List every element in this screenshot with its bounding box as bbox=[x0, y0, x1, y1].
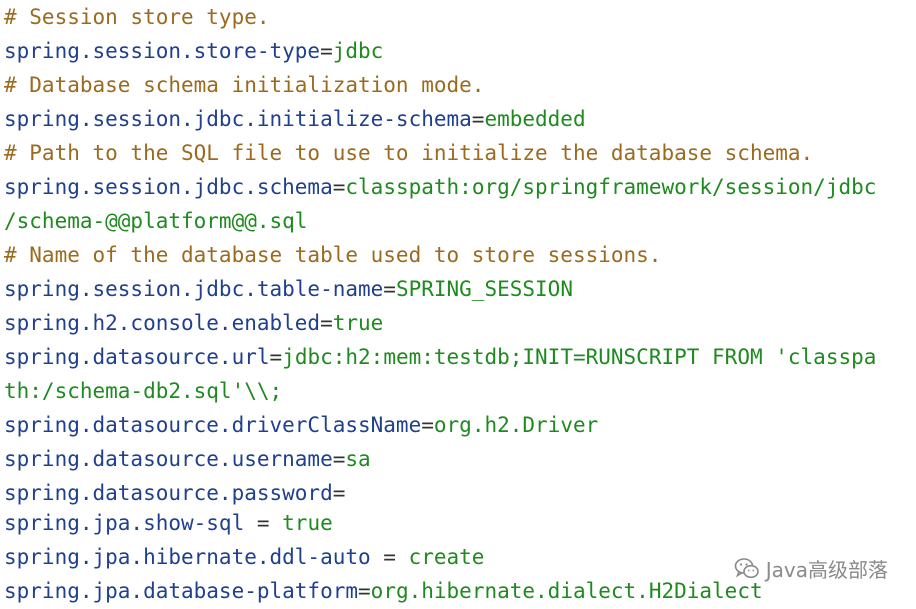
property-value: true bbox=[282, 511, 333, 535]
property-value: th:/schema-db2.sql'\\; bbox=[4, 379, 283, 403]
property-value: embedded bbox=[484, 107, 586, 131]
comment-line: # Name of the database table used to sto… bbox=[4, 243, 662, 267]
watermark: Java高级部落 bbox=[734, 554, 888, 583]
property-separator: = bbox=[244, 511, 283, 535]
property-separator: = bbox=[320, 311, 333, 335]
property-line: spring.session.jdbc.schema=classpath:org… bbox=[4, 173, 876, 201]
property-separator: = bbox=[269, 345, 283, 369]
property-key: spring.jpa.database-platform bbox=[4, 579, 359, 603]
property-value: org.hibernate.dialect.H2Dialect bbox=[370, 579, 763, 603]
property-line: spring.jpa.hibernate.ddl-auto = create bbox=[4, 543, 484, 571]
property-key: spring.jpa.hibernate.ddl-auto bbox=[4, 545, 371, 569]
property-key: spring.datasource.driverClassName bbox=[4, 413, 422, 437]
property-line: spring.jpa.show-sql = true bbox=[4, 509, 333, 537]
property-value: classpath:org/springframework/session/jd… bbox=[345, 175, 877, 199]
property-separator: = bbox=[358, 579, 371, 603]
property-value: sa bbox=[345, 447, 371, 471]
property-key: spring.datasource.url bbox=[4, 345, 270, 369]
property-value: SPRING_SESSION bbox=[395, 277, 573, 301]
property-key: spring.datasource.username bbox=[4, 447, 333, 471]
property-separator: = bbox=[383, 277, 396, 301]
property-key: spring.h2.console.enabled bbox=[4, 311, 321, 335]
continuation-line: th:/schema-db2.sql'\\; bbox=[4, 377, 282, 405]
property-line: spring.session.jdbc.table-name=SPRING_SE… bbox=[4, 275, 573, 303]
property-key: spring.session.store-type bbox=[4, 39, 321, 63]
comment-line: # Database schema initialization mode. bbox=[4, 73, 485, 97]
watermark-text: Java高级部落 bbox=[765, 558, 888, 582]
property-value: true bbox=[332, 311, 384, 335]
property-line: spring.datasource.driverClassName=org.h2… bbox=[4, 411, 598, 439]
property-separator: = bbox=[370, 545, 409, 569]
property-separator: = bbox=[320, 39, 333, 63]
property-separator: = bbox=[332, 447, 346, 471]
property-key: spring.session.jdbc.table-name bbox=[4, 277, 384, 301]
property-separator: = bbox=[332, 175, 346, 199]
property-line: spring.datasource.url=jdbc:h2:mem:testdb… bbox=[4, 343, 876, 371]
property-key: spring.session.jdbc.schema bbox=[4, 175, 333, 199]
property-line: spring.session.store-type=jdbc bbox=[4, 37, 383, 65]
wechat-icon bbox=[734, 557, 759, 578]
property-separator: = bbox=[332, 481, 346, 505]
property-value: create bbox=[408, 545, 485, 569]
property-line: spring.h2.console.enabled=true bbox=[4, 309, 383, 337]
comment-line: # Session store type. bbox=[4, 5, 270, 29]
property-line: spring.session.jdbc.initialize-schema=em… bbox=[4, 105, 586, 133]
property-value: org.h2.Driver bbox=[433, 413, 599, 437]
property-value: jdbc:h2:mem:testdb;INIT=RUNSCRIPT FROM '… bbox=[282, 345, 877, 369]
property-key: spring.session.jdbc.initialize-schema bbox=[4, 107, 472, 131]
property-separator: = bbox=[471, 107, 485, 131]
property-key: spring.jpa.show-sql bbox=[4, 511, 245, 535]
property-key: spring.datasource.password bbox=[4, 481, 333, 505]
property-line: spring.jpa.database-platform=org.hiberna… bbox=[4, 577, 763, 605]
continuation-line: /schema-@@platform@@.sql bbox=[4, 207, 307, 235]
property-line: spring.datasource.username=sa bbox=[4, 445, 371, 473]
property-line: spring.datasource.password= bbox=[4, 479, 345, 507]
property-separator: = bbox=[421, 413, 434, 437]
property-value: /schema-@@platform@@.sql bbox=[4, 209, 308, 233]
property-value: jdbc bbox=[332, 39, 384, 63]
code-block: # Session store type. spring.session.sto… bbox=[4, 0, 916, 609]
comment-line: # Path to the SQL file to use to initial… bbox=[4, 141, 814, 165]
